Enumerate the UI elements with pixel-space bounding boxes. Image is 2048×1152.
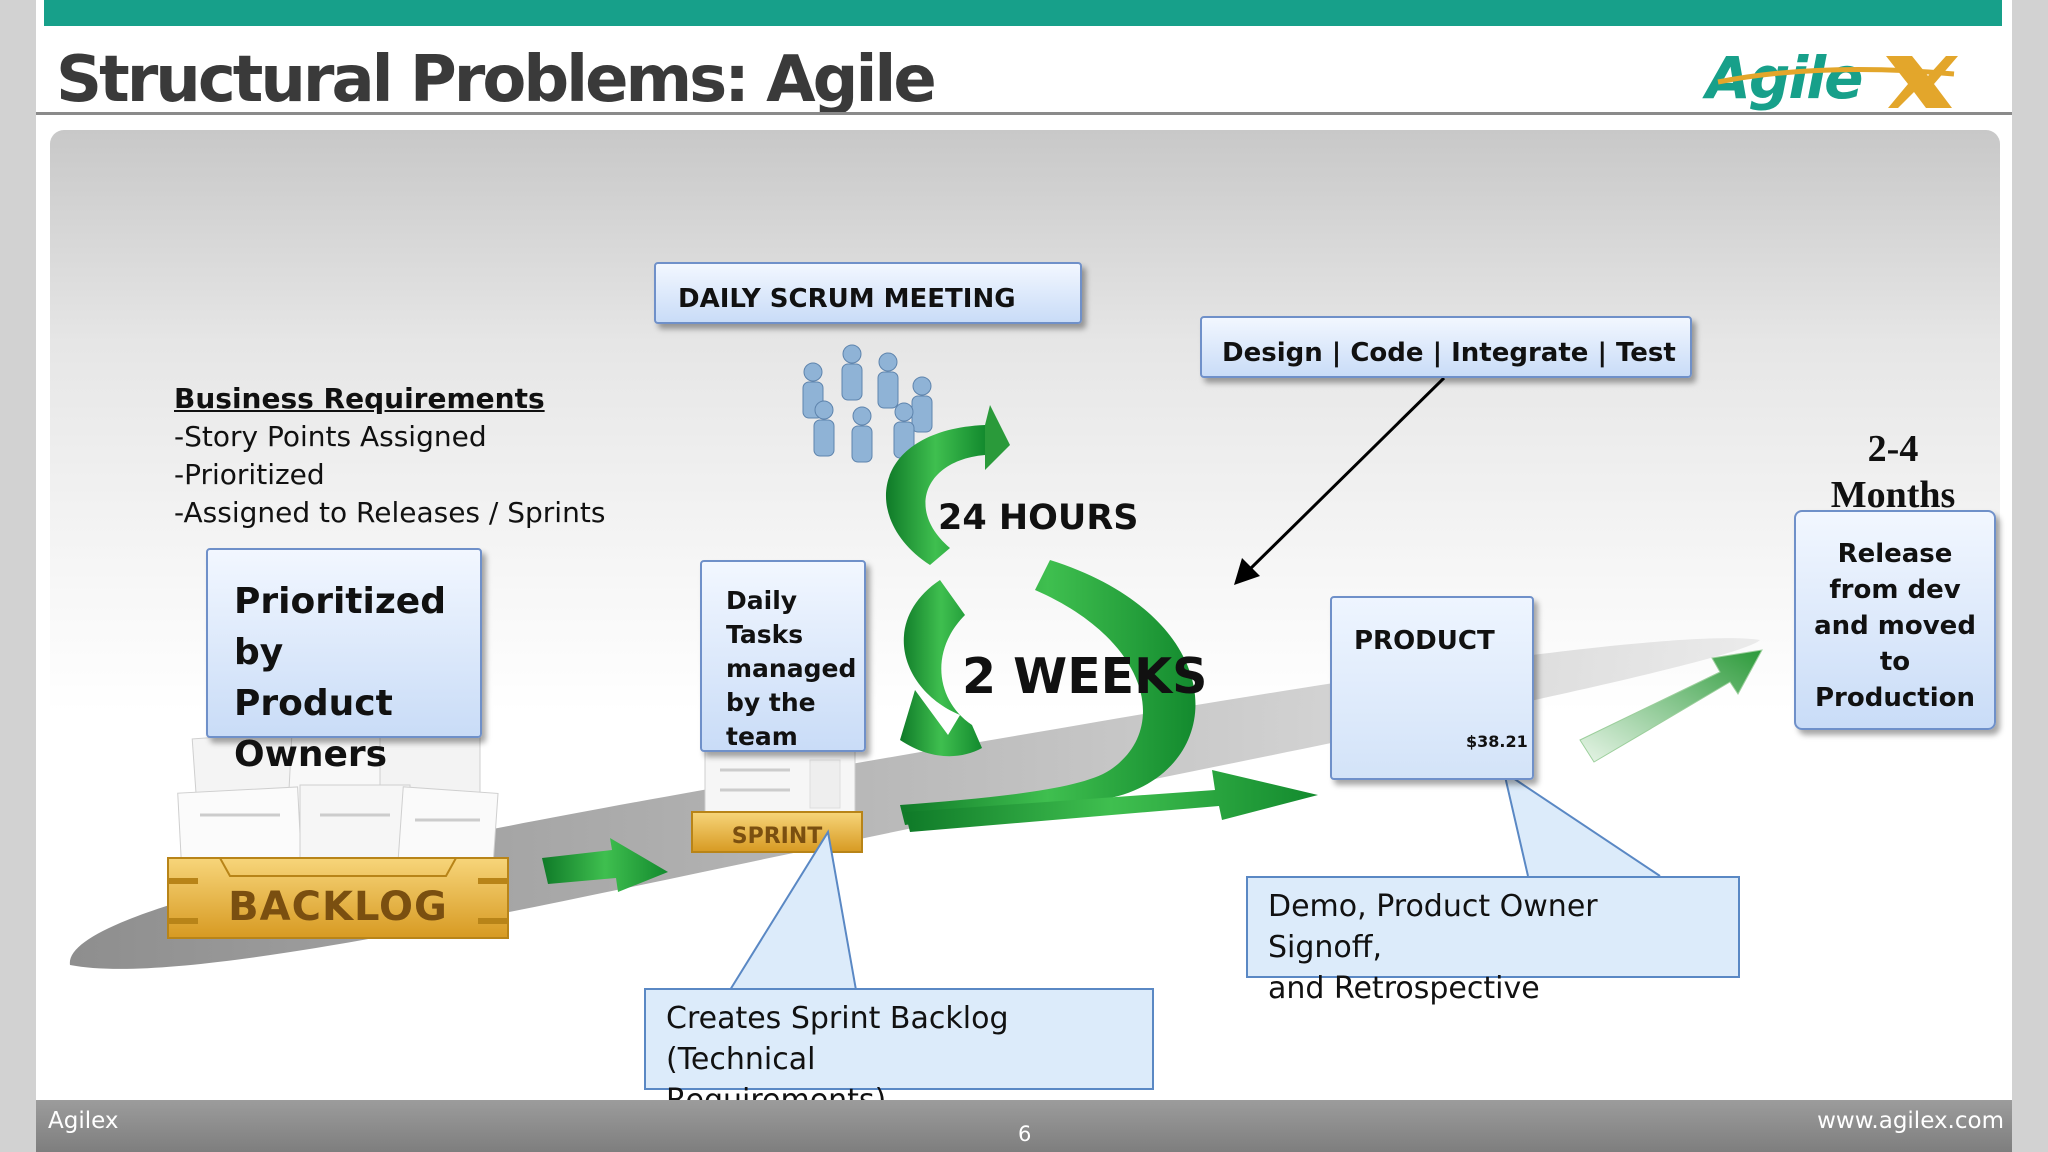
daily-tasks-box: Daily Tasks managed by the team xyxy=(700,560,866,752)
demo-callout-pointer xyxy=(1502,769,1661,877)
sprint-backlog-callout: Creates Sprint Backlog (Technical Requir… xyxy=(644,988,1154,1118)
right-rail xyxy=(2012,0,2048,1152)
backlog-tray xyxy=(167,857,509,939)
sprint-loop-arrow xyxy=(900,560,1196,825)
release-line: to xyxy=(1879,647,1911,677)
design-code-box: Design | Code | Integrate | Test xyxy=(1200,316,1692,378)
page-number: 6 xyxy=(1018,1122,1032,1146)
agilex-logo: Agile xyxy=(1702,44,1958,112)
prioritized-box: Prioritized by Product Owners xyxy=(206,548,482,775)
callout-line: Demo, Product Owner Signoff, xyxy=(1268,889,1598,965)
top-accent-bar xyxy=(44,0,2002,26)
daily-tasks-line: team xyxy=(726,722,798,751)
scrum-team-icon xyxy=(802,344,933,463)
demo-callout: Demo, Product Owner Signoff, and Retrosp… xyxy=(1246,876,1740,1006)
release-line: Production xyxy=(1815,683,1975,713)
release-time-line: Months xyxy=(1830,474,1956,516)
title-rule xyxy=(36,112,2012,115)
sprint-tray xyxy=(691,811,863,853)
requirement-item: -Prioritized xyxy=(174,458,325,491)
daily-tasks-line: managed xyxy=(726,654,857,683)
sprint-label: SPRINT xyxy=(731,824,823,849)
release-line: and moved xyxy=(1814,611,1976,641)
prioritized-line: Owners xyxy=(234,734,388,775)
cycle-label-24-hours: 24 HOURS xyxy=(938,498,1139,538)
release-time-line: 2-4 xyxy=(1867,428,1919,470)
daily-scrum-box: DAILY SCRUM MEETING xyxy=(654,262,1082,324)
daily-loop-arrow xyxy=(885,425,985,565)
daily-tasks-line: Daily xyxy=(726,586,798,615)
release-box: Release from dev and moved to Production xyxy=(1794,510,1996,730)
daily-tasks-line: Tasks xyxy=(726,620,804,649)
arrow-backlog-to-sprint xyxy=(542,838,668,892)
slide-title: Structural Problems: Agile xyxy=(56,43,937,117)
requirement-item: -Story Points Assigned xyxy=(174,420,487,453)
backlog-label: BACKLOG xyxy=(228,884,448,930)
release-arrow xyxy=(1579,649,1763,763)
release-line: from dev xyxy=(1829,575,1961,605)
product-box xyxy=(1330,596,1534,780)
business-requirements-heading: Business Requirements xyxy=(174,382,545,415)
left-rail xyxy=(0,0,36,1152)
prioritized-line: Prioritized by xyxy=(234,581,446,673)
requirement-item: -Assigned to Releases / Sprints xyxy=(174,496,606,529)
release-line: Release xyxy=(1837,539,1953,569)
footer-bar xyxy=(36,1100,2012,1152)
daily-tasks-line: by the xyxy=(726,688,816,717)
design-pointer-arrow xyxy=(1244,376,1446,575)
footer-website: www.agilex.com xyxy=(1817,1108,2004,1134)
callout-line: Creates Sprint Backlog (Technical xyxy=(666,1001,1009,1077)
prioritized-line: Product xyxy=(234,683,393,724)
product-label: PRODUCT xyxy=(1354,626,1495,656)
cycle-label-2-weeks: 2 WEEKS xyxy=(962,648,1208,705)
sprint-callout-pointer xyxy=(729,829,857,991)
arrow-sprint-to-product xyxy=(905,770,1318,832)
product-price: $38.21 xyxy=(1466,732,1528,751)
release-time: 2-4 Months xyxy=(1790,426,1996,518)
business-requirements: Business Requirements -Story Points Assi… xyxy=(174,380,605,532)
callout-line: and Retrospective xyxy=(1268,971,1540,1006)
footer-company: Agilex xyxy=(48,1108,119,1134)
